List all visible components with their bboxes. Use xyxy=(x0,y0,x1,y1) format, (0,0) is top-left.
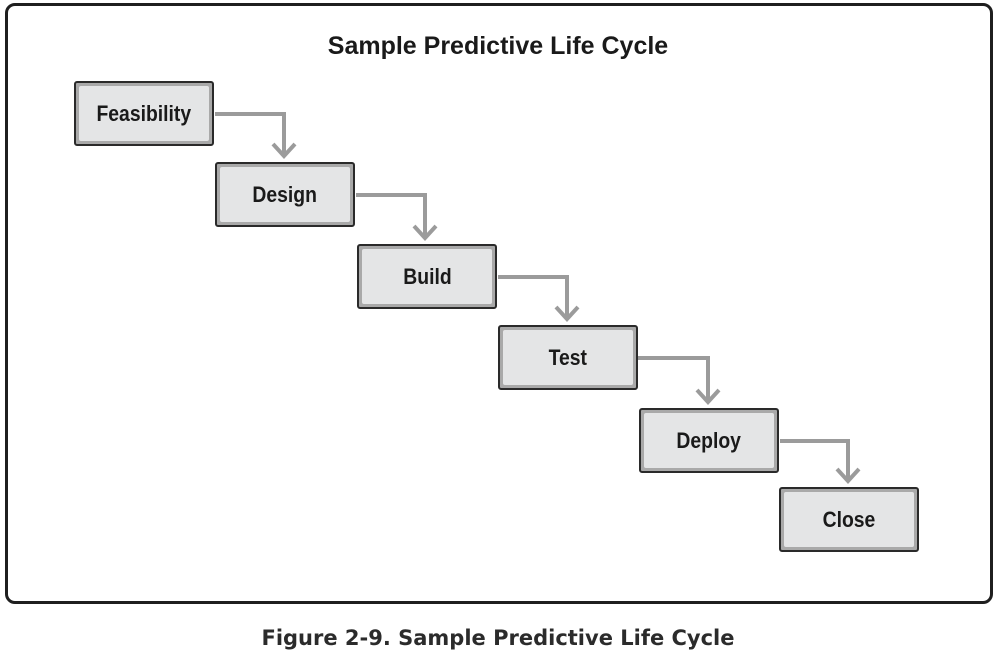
diagram-title: Sample Predictive Life Cycle xyxy=(327,32,669,60)
step-label-build: Build xyxy=(402,263,452,289)
step-label-feasibility: Feasibility xyxy=(96,100,192,126)
step-label-close: Close xyxy=(822,506,876,532)
step-deploy: Deploy xyxy=(639,408,779,473)
arrowhead-test-deploy xyxy=(695,388,721,405)
step-label-design: Design xyxy=(252,181,318,207)
connector-feasibility-design xyxy=(215,112,286,154)
step-test: Test xyxy=(498,325,638,390)
connector-deploy-close xyxy=(780,439,850,479)
step-feasibility: Feasibility xyxy=(74,81,214,146)
connector-test-deploy xyxy=(638,356,710,400)
connector-build-test xyxy=(498,275,569,317)
figure-caption: Figure 2-9. Sample Predictive Life Cycle xyxy=(261,626,735,650)
arrowhead-build-test xyxy=(554,305,580,322)
arrowhead-deploy-close xyxy=(835,467,861,484)
step-build: Build xyxy=(357,244,497,309)
step-label-test: Test xyxy=(548,344,588,370)
arrowhead-design-build xyxy=(412,224,438,241)
step-label-deploy: Deploy xyxy=(676,427,742,453)
step-close: Close xyxy=(779,487,919,552)
connector-design-build xyxy=(356,193,427,236)
step-design: Design xyxy=(215,162,355,227)
arrowhead-feasibility-design xyxy=(271,142,297,159)
